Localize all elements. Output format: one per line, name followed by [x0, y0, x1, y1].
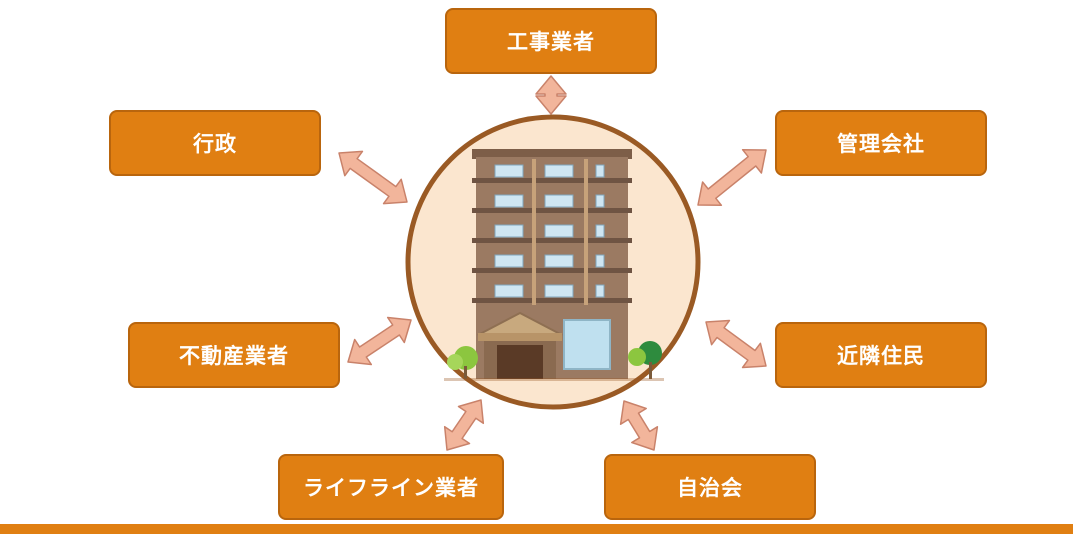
node-utility-provider: ライフライン業者 — [278, 454, 504, 520]
bottom-accent-bar — [0, 524, 1073, 534]
arrow-mid-left — [347, 316, 412, 366]
node-management-company: 管理会社 — [775, 110, 987, 176]
arrow-mid-right — [705, 319, 767, 369]
arrow-top-right — [697, 148, 767, 207]
arrow-bottom-right — [619, 400, 659, 451]
arrow-bottom-left — [443, 399, 485, 451]
apartment-building-icon — [444, 149, 664, 381]
connector-arrows — [338, 75, 767, 451]
node-government: 行政 — [109, 110, 321, 176]
node-construction-contractor: 工事業者 — [445, 8, 657, 74]
node-neighborhood-association: 自治会 — [604, 454, 816, 520]
arrow-top-left — [338, 150, 408, 205]
arrow-top — [535, 75, 567, 115]
node-real-estate-agent: 不動産業者 — [128, 322, 340, 388]
node-neighbors: 近隣住民 — [775, 322, 987, 388]
